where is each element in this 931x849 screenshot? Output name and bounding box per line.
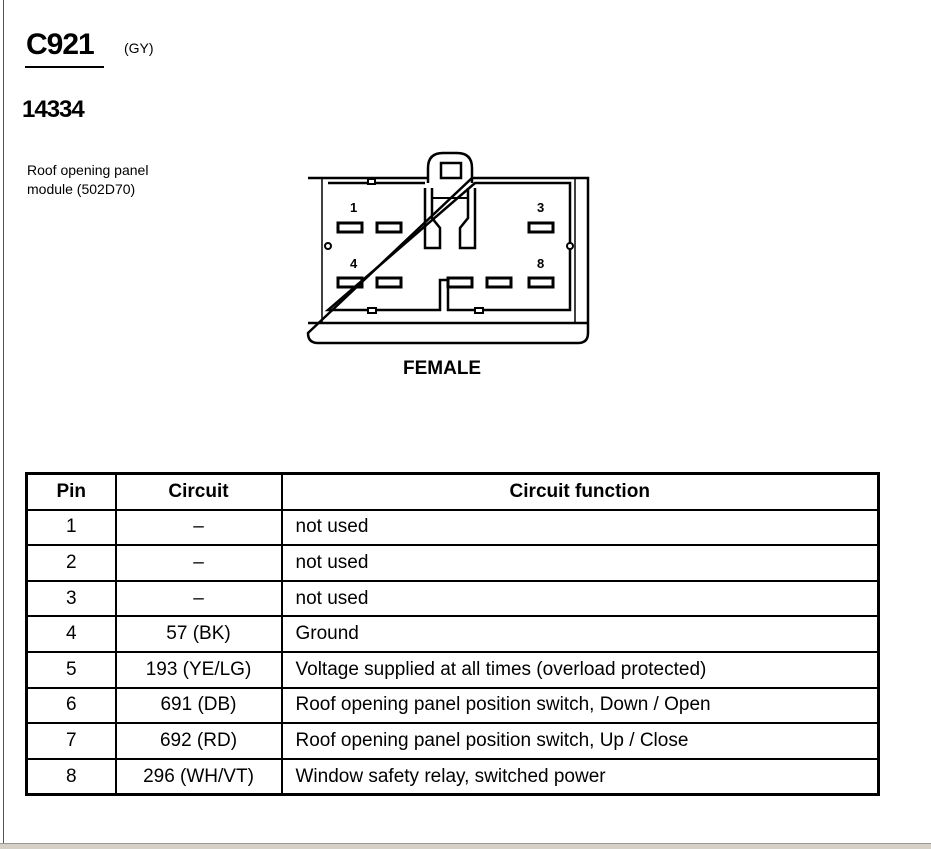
connector-housing xyxy=(306,151,590,345)
function-cell: Voltage supplied at all times (overload … xyxy=(280,650,880,689)
window-left-border xyxy=(0,0,4,843)
connector-color: (GY) xyxy=(124,40,154,56)
connector-id: C921 xyxy=(26,28,95,61)
header-pin: Pin xyxy=(25,472,117,511)
connector-description: Roof opening panel module (502D70) xyxy=(27,161,227,199)
pin-label-1: 1 xyxy=(350,200,357,215)
circuit-cell: – xyxy=(114,579,283,618)
pin-cell: 8 xyxy=(25,757,117,796)
pin-cell: 3 xyxy=(25,579,117,618)
pin-cavity-2 xyxy=(375,221,403,234)
function-cell: Roof opening panel position switch, Up /… xyxy=(280,722,880,760)
function-cell: Roof opening panel position switch, Down… xyxy=(280,686,880,725)
pin-label-4: 4 xyxy=(350,256,358,271)
circuit-cell: – xyxy=(114,544,283,582)
description-line-2: module (502D70) xyxy=(27,181,136,197)
function-cell: not used xyxy=(280,579,880,618)
circuit-cell: 193 (YE/LG) xyxy=(114,650,283,689)
pin-cell: 7 xyxy=(25,722,117,760)
header-circuit: Circuit xyxy=(114,472,283,511)
table-row: 3–not used xyxy=(25,579,880,618)
description-line-1: Roof opening panel xyxy=(27,162,149,178)
function-cell: not used xyxy=(280,508,880,547)
pin-cell: 1 xyxy=(25,508,117,547)
pin-cell: 5 xyxy=(25,650,117,689)
circuit-cell: 296 (WH/VT) xyxy=(114,757,283,796)
circuit-cell: 57 (BK) xyxy=(114,615,283,653)
connector-id-underline xyxy=(25,66,104,68)
circuit-cell: – xyxy=(114,508,283,547)
pin-cavity-8 xyxy=(527,276,555,289)
pin-cavity-1 xyxy=(336,221,364,234)
pin-cavity-3 xyxy=(527,221,555,234)
connector-face-diagram: 1 3 4 8 xyxy=(306,151,590,345)
table-row: 1–not used xyxy=(25,508,880,547)
pin-cell: 2 xyxy=(25,544,117,582)
pin-label-8: 8 xyxy=(537,256,544,271)
connector-gender: FEMALE xyxy=(403,358,482,379)
function-cell: Window safety relay, switched power xyxy=(280,757,880,796)
pin-cell: 6 xyxy=(25,686,117,725)
circuit-cell: 692 (RD) xyxy=(114,722,283,760)
pin-cavity-5 xyxy=(375,276,403,289)
pin-cavity-7 xyxy=(485,276,513,289)
circuit-cell: 691 (DB) xyxy=(114,686,283,725)
part-number: 14334 xyxy=(22,96,85,123)
table-header-row: Pin Circuit Circuit function xyxy=(25,472,880,511)
window-bottom-bar xyxy=(0,843,931,849)
pin-cavities xyxy=(336,221,555,289)
pin-cavity-6 xyxy=(446,276,474,289)
header-circuit-function: Circuit function xyxy=(280,472,880,511)
table-row: 2–not used xyxy=(25,544,880,582)
pin-cavity-4 xyxy=(336,276,364,289)
function-cell: Ground xyxy=(280,615,880,653)
pin-cell: 4 xyxy=(25,615,117,653)
pin-label-3: 3 xyxy=(537,200,544,215)
function-cell: not used xyxy=(280,544,880,582)
